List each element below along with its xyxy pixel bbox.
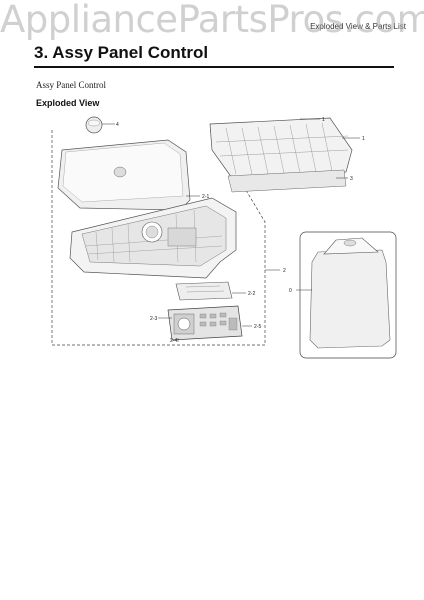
callout-0: 0: [289, 288, 292, 294]
callout-3: 3: [350, 176, 353, 182]
assembly-subtitle: Assy Panel Control: [36, 80, 107, 90]
callout-1-grille: 1: [322, 117, 325, 123]
washer-overview-inset: [299, 231, 397, 359]
top-cover-part: [57, 139, 191, 211]
callout-2-1: 2-1: [202, 194, 209, 200]
callout-2-3: 2-3: [150, 316, 157, 322]
header-section-label: Exploded View & Parts List: [310, 22, 406, 31]
callout-2-5: 2-5: [254, 324, 261, 330]
exploded-view-label: Exploded View: [36, 98, 100, 108]
control-panel-frame-part: [69, 197, 237, 279]
section-title: 3. Assy Panel Control: [34, 43, 209, 62]
callout-2-2: 2-2: [248, 291, 255, 297]
callout-1-frame: 1: [362, 136, 365, 142]
display-board-part: [175, 281, 233, 301]
callout-2: 2: [283, 268, 286, 274]
title-divider: [34, 66, 394, 68]
callout-2-4: 2-4: [170, 338, 177, 344]
knob-part: [85, 116, 103, 134]
pcb-assembly-part: [167, 305, 243, 341]
grille-assembly-part: [209, 117, 353, 193]
callout-4: 4: [116, 122, 119, 128]
